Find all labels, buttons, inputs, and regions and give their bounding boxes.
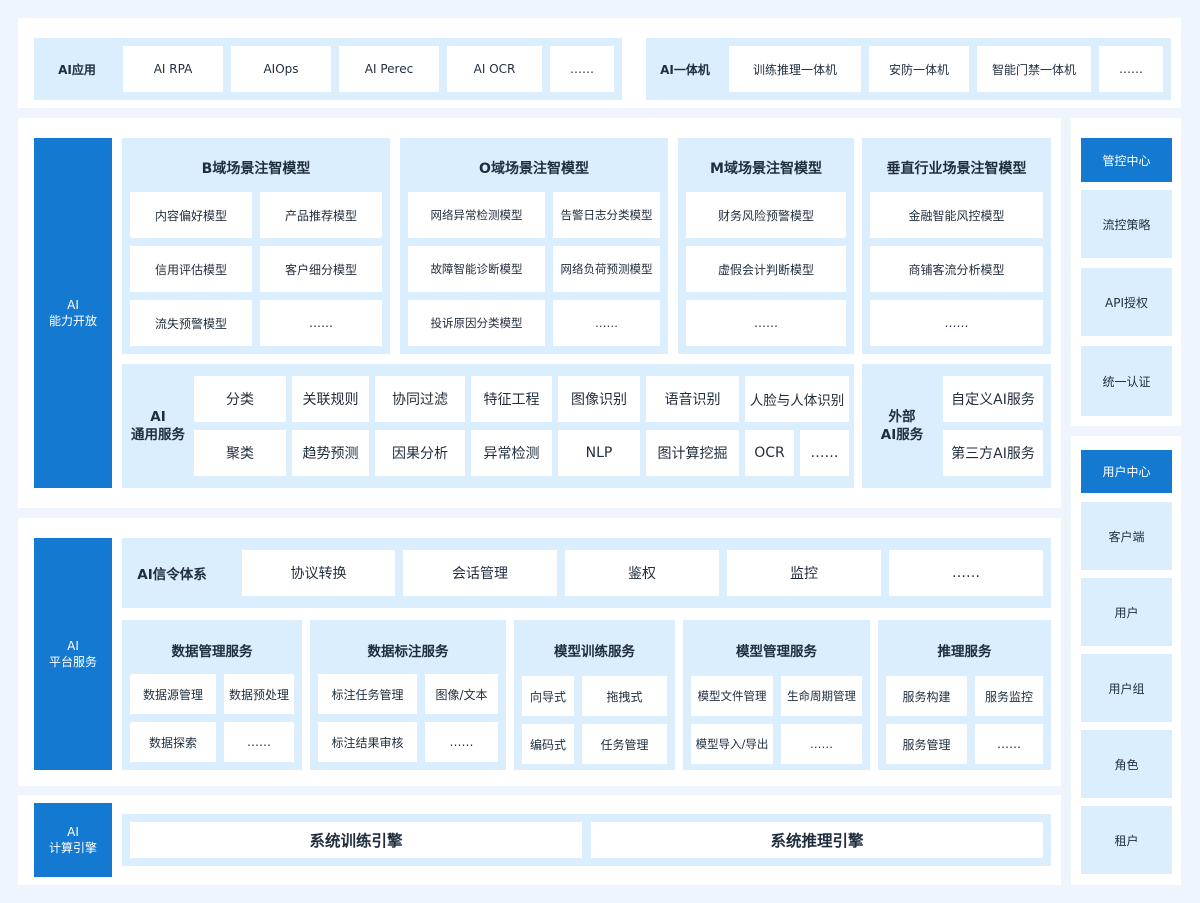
data-management-title: 数据管理服务	[171, 644, 253, 660]
general-service-item[interactable]: 异常检测	[471, 430, 552, 476]
ai-machine-item[interactable]: ……	[1099, 46, 1163, 92]
signal-item[interactable]: 监控	[727, 550, 881, 596]
general-service-item[interactable]: 协同过滤	[375, 376, 465, 422]
general-service-item[interactable]: 语音识别	[646, 376, 739, 422]
platform-service-item[interactable]: 生命周期管理	[781, 676, 862, 716]
platform-service-item[interactable]: 服务管理	[886, 724, 967, 764]
ai-machines-title: AI一体机	[660, 62, 710, 77]
user-center-item[interactable]: 用户	[1081, 578, 1172, 646]
model-item[interactable]: ……	[260, 300, 382, 346]
platform-side-label: AI 平台服务	[34, 538, 112, 770]
ai-app-item[interactable]: AI Perec	[339, 46, 439, 92]
model-item[interactable]: 内容偏好模型	[130, 192, 252, 238]
general-service-item[interactable]: OCR	[745, 430, 794, 476]
ai-app-item[interactable]: AI RPA	[123, 46, 223, 92]
inference-engine[interactable]: 系统推理引擎	[591, 822, 1043, 858]
general-service-item[interactable]: 聚类	[194, 430, 286, 476]
platform-service-item[interactable]: 数据源管理	[130, 674, 216, 714]
general-services-title: AI 通用服务	[131, 408, 185, 443]
model-item[interactable]: ……	[686, 300, 846, 346]
general-service-item[interactable]: 关联规则	[292, 376, 369, 422]
control-center-item[interactable]: 流控策略	[1081, 190, 1172, 258]
model-item[interactable]: 信用评估模型	[130, 246, 252, 292]
control-center-item[interactable]: 统一认证	[1081, 346, 1172, 416]
platform-service-item[interactable]: 模型文件管理	[691, 676, 773, 716]
platform-service-item[interactable]: 编码式	[522, 724, 574, 764]
general-service-item[interactable]: 特征工程	[471, 376, 552, 422]
platform-service-item[interactable]: ……	[425, 722, 498, 762]
platform-service-item[interactable]: 任务管理	[582, 724, 667, 764]
signal-title: AI信令体系	[137, 567, 207, 583]
general-service-item[interactable]: 分类	[194, 376, 286, 422]
inference-title: 推理服务	[937, 644, 992, 660]
control-center-title: 管控中心	[1081, 138, 1172, 182]
platform-service-item[interactable]: ……	[224, 722, 294, 762]
model-item[interactable]: 故障智能诊断模型	[408, 246, 545, 292]
general-service-item[interactable]: 因果分析	[375, 430, 465, 476]
ai-app-item[interactable]: AIOps	[231, 46, 331, 92]
capability-side-label: AI 能力开放	[34, 138, 112, 488]
model-item[interactable]: 金融智能风控模型	[870, 192, 1043, 238]
general-service-item[interactable]: 图像识别	[558, 376, 640, 422]
platform-service-item[interactable]: ……	[975, 724, 1043, 764]
platform-service-item[interactable]: 模型导入/导出	[691, 724, 773, 764]
model-management-title: 模型管理服务	[736, 644, 817, 660]
model-item[interactable]: 投诉原因分类模型	[408, 300, 545, 346]
external-service-item[interactable]: 第三方AI服务	[943, 430, 1043, 476]
user-center-item[interactable]: 租户	[1081, 806, 1172, 874]
platform-service-item[interactable]: 服务监控	[975, 676, 1043, 716]
b-domain-title: B域场景注智模型	[201, 161, 311, 177]
user-center-item[interactable]: 客户端	[1081, 502, 1172, 570]
data-annotation-title: 数据标注服务	[367, 644, 449, 660]
signal-item[interactable]: 协议转换	[242, 550, 395, 596]
o-domain-title: O域场景注智模型	[479, 161, 589, 177]
training-engine[interactable]: 系统训练引擎	[130, 822, 582, 858]
platform-service-item[interactable]: 向导式	[522, 676, 574, 716]
platform-service-item[interactable]: 拖拽式	[582, 676, 667, 716]
ai-machine-item[interactable]: 训练推理一体机	[729, 46, 861, 92]
general-service-item[interactable]: NLP	[558, 430, 640, 476]
general-service-item[interactable]: ……	[800, 430, 849, 476]
user-center-item[interactable]: 角色	[1081, 730, 1172, 798]
model-item[interactable]: ……	[553, 300, 660, 346]
model-item[interactable]: 网络负荷预测模型	[553, 246, 660, 292]
model-item[interactable]: ……	[870, 300, 1043, 346]
control-center-item[interactable]: API授权	[1081, 268, 1172, 336]
user-center-title: 用户中心	[1081, 450, 1172, 493]
model-training-title: 模型训练服务	[554, 644, 635, 660]
model-item[interactable]: 商铺客流分析模型	[870, 246, 1043, 292]
platform-service-item[interactable]: 服务构建	[886, 676, 967, 716]
ai-machine-item[interactable]: 安防一体机	[869, 46, 969, 92]
model-item[interactable]: 网络异常检测模型	[408, 192, 545, 238]
platform-service-item[interactable]: ……	[781, 724, 862, 764]
ai-app-item[interactable]: AI OCR	[447, 46, 542, 92]
model-item[interactable]: 告警日志分类模型	[553, 192, 660, 238]
general-service-item[interactable]: 趋势预测	[292, 430, 369, 476]
model-item[interactable]: 财务风险预警模型	[686, 192, 846, 238]
model-item[interactable]: 客户细分模型	[260, 246, 382, 292]
platform-service-item[interactable]: 数据探索	[130, 722, 216, 762]
platform-service-item[interactable]: 标注任务管理	[318, 674, 417, 714]
model-item[interactable]: 流失预警模型	[130, 300, 252, 346]
signal-item[interactable]: 鉴权	[565, 550, 719, 596]
platform-service-item[interactable]: 数据预处理	[224, 674, 294, 714]
external-services-title: 外部 AI服务	[880, 408, 924, 443]
user-center-item[interactable]: 用户组	[1081, 654, 1172, 722]
general-service-item[interactable]: 人脸与人体识别	[745, 376, 849, 422]
ai-machine-item[interactable]: 智能门禁一体机	[977, 46, 1091, 92]
m-domain-title: M域场景注智模型	[710, 161, 822, 177]
platform-service-item[interactable]: 标注结果审核	[318, 722, 417, 762]
external-service-item[interactable]: 自定义AI服务	[943, 376, 1043, 422]
model-item[interactable]: 产品推荐模型	[260, 192, 382, 238]
platform-service-item[interactable]: 图像/文本	[425, 674, 498, 714]
signal-item[interactable]: 会话管理	[403, 550, 557, 596]
model-item[interactable]: 虚假会计判断模型	[686, 246, 846, 292]
ai-app-item[interactable]: ……	[550, 46, 614, 92]
compute-side-label: AI 计算引擎	[34, 803, 112, 877]
signal-item[interactable]: ……	[889, 550, 1043, 596]
ai-apps-title: AI应用	[58, 62, 96, 77]
vertical-domain-title: 垂直行业场景注智模型	[886, 161, 1027, 177]
general-service-item[interactable]: 图计算挖掘	[646, 430, 739, 476]
